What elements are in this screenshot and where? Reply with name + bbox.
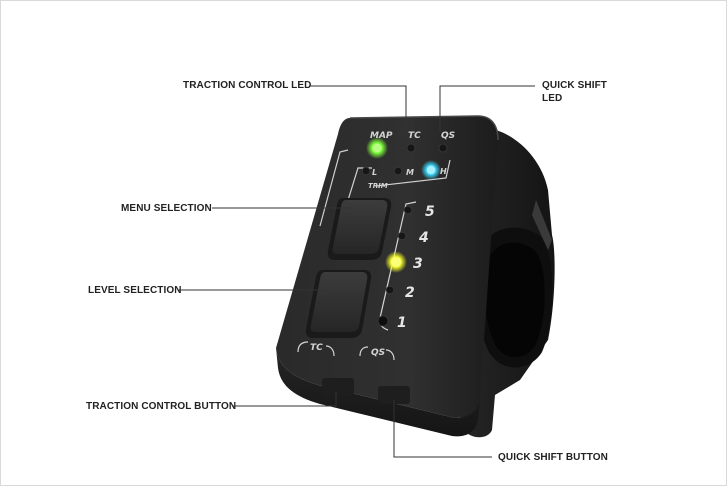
level-4-led <box>397 231 407 241</box>
trim-bracket-bottom <box>375 159 451 187</box>
quick-shift-button-label: QUICK SHIFT BUTTON <box>498 452 608 463</box>
qs-top-label: QS <box>441 131 455 141</box>
traction-control-led <box>406 143 416 153</box>
level-3-led <box>391 257 401 267</box>
level-selection-label: LEVEL SELECTION <box>88 285 182 296</box>
leader-lines <box>178 85 535 458</box>
level-2-number: 2 <box>405 285 415 301</box>
traction-control-button[interactable] <box>322 378 354 396</box>
level-selection-button[interactable] <box>305 270 372 338</box>
menu-selection-button[interactable] <box>327 198 392 260</box>
level-5-led <box>403 205 413 215</box>
level-5-number: 5 <box>425 204 435 220</box>
traction-control-button-label: TRACTION CONTROL BUTTON <box>86 401 237 412</box>
menu-selection-label: MENU SELECTION <box>121 203 212 214</box>
tc-top-label: TC <box>408 131 421 141</box>
left-bracket <box>319 149 349 227</box>
trim-m-label: M <box>406 168 414 177</box>
leader-quick-shift-led <box>439 85 535 132</box>
tc-bottom-label: TC <box>310 343 323 353</box>
trim-h-label: H <box>440 167 447 176</box>
map-label: MAP <box>370 131 393 141</box>
trim-l-label: L <box>372 168 377 177</box>
leader-traction-control-button <box>232 392 337 407</box>
leader-traction-control-led <box>310 85 407 132</box>
traction-control-led-label: TRACTION CONTROL LED <box>183 80 312 91</box>
level-4-number: 4 <box>418 230 429 246</box>
trim-l-led <box>361 166 371 176</box>
level-2-led <box>385 285 395 295</box>
tc-bottom-arc-right <box>325 345 335 357</box>
tc-bottom-arc-left <box>297 341 309 353</box>
qs-bottom-label: QS <box>371 348 385 358</box>
quick-shift-led <box>438 143 448 153</box>
level-1-led <box>377 315 389 327</box>
quick-shift-button[interactable] <box>378 386 410 404</box>
qs-bottom-arc-left <box>359 346 369 357</box>
qs-bottom-arc-right <box>385 349 395 361</box>
map-led <box>372 143 382 153</box>
quick-shift-led-label-line1: QUICK SHIFT <box>542 80 607 91</box>
level-3-number: 3 <box>413 256 423 272</box>
trim-title: TRIM <box>368 182 388 190</box>
level-1-number: 1 <box>397 315 407 331</box>
leader-quick-shift-button <box>393 400 492 458</box>
trim-h-led <box>426 165 436 175</box>
quick-shift-led-label-line2: LED <box>542 93 563 104</box>
trim-m-led <box>393 166 403 176</box>
